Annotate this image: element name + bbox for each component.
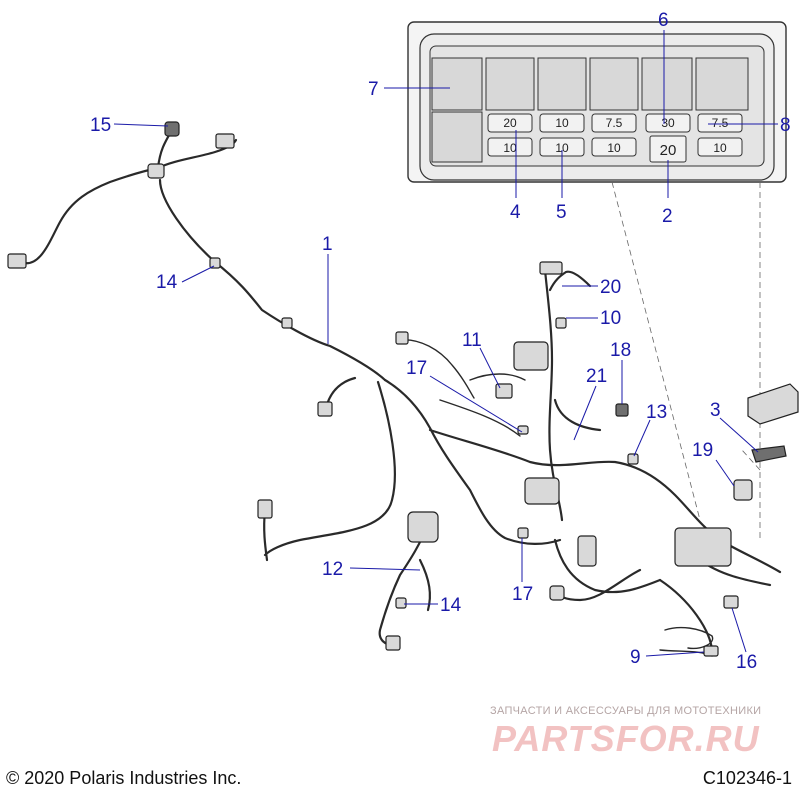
connector-top-right bbox=[215, 133, 235, 149]
connector-15 bbox=[164, 121, 180, 137]
callout-13: 13 bbox=[646, 402, 667, 423]
callout-7: 7 bbox=[368, 79, 379, 100]
callout-19: 19 bbox=[692, 440, 713, 461]
relay-slots bbox=[431, 57, 749, 163]
callout-3: 3 bbox=[710, 400, 721, 421]
connector-lower-left bbox=[257, 499, 273, 519]
connector-bottom-left bbox=[549, 585, 565, 601]
fuse-row-top: 20 10 7.5 30 7.5 bbox=[487, 113, 743, 133]
fuse-rating-top-3: 7.5 bbox=[606, 116, 623, 130]
copyright-notice: © 2020 Polaris Industries Inc. bbox=[6, 768, 242, 788]
fuse-rating-top-5: 7.5 bbox=[712, 116, 729, 130]
fuse-box-label-3 bbox=[751, 445, 787, 463]
callout-16: 16 bbox=[736, 652, 757, 673]
callouts: 1 2 3 4 5 6 7 8 9 10 11 12 13 bbox=[90, 10, 791, 673]
callout-21: 21 bbox=[586, 366, 607, 387]
connector-20 bbox=[539, 261, 563, 275]
clip-trunk bbox=[281, 317, 293, 329]
harness-components bbox=[7, 121, 799, 657]
clip-13 bbox=[627, 453, 639, 465]
fuse-box-inset: 20 10 7.5 30 7.5 10 10 10 20 10 bbox=[407, 21, 787, 183]
callout-8: 8 bbox=[780, 115, 791, 136]
callout-20: 20 bbox=[600, 277, 621, 298]
fuse-rating-bottom-3: 10 bbox=[607, 141, 621, 155]
callout-2: 2 bbox=[662, 206, 673, 227]
fuse-rating-bottom-2: 10 bbox=[555, 141, 569, 155]
clip-14 bbox=[209, 257, 221, 269]
clip-14-lower bbox=[395, 597, 407, 609]
watermark-logo: PARTSFOR.RU bbox=[492, 718, 760, 759]
junction-block bbox=[147, 163, 165, 179]
clip-10 bbox=[555, 317, 567, 329]
callout-17-top: 17 bbox=[406, 358, 427, 379]
callout-17-bottom: 17 bbox=[512, 584, 533, 605]
callout-6: 6 bbox=[658, 10, 669, 31]
fuse-box-on-harness bbox=[674, 527, 732, 567]
callout-1: 1 bbox=[322, 234, 333, 255]
connector-11-lead bbox=[395, 331, 409, 345]
connector-12 bbox=[407, 511, 439, 543]
callout-10: 10 bbox=[600, 308, 621, 329]
callout-4: 4 bbox=[510, 202, 521, 223]
relay-16 bbox=[723, 595, 739, 609]
fuse-holder-17-lower bbox=[517, 527, 529, 539]
fuse-rating-bottom-4: 20 bbox=[660, 142, 677, 159]
callout-9: 9 bbox=[630, 647, 641, 668]
connector-19 bbox=[733, 479, 753, 501]
watermark-tagline: ЗАПЧАСТИ И АКСЕССУАРЫ ДЛЯ МОТОТЕХНИКИ bbox=[490, 705, 762, 717]
callout-18: 18 bbox=[610, 340, 631, 361]
callout-15: 15 bbox=[90, 115, 111, 136]
callout-11: 11 bbox=[462, 330, 482, 351]
callout-14-bottom: 14 bbox=[440, 595, 462, 616]
fuse-rating-bottom-5: 10 bbox=[713, 141, 727, 155]
fuse-rating-top-4: 30 bbox=[661, 116, 675, 130]
module-center bbox=[524, 477, 560, 505]
connector-trunk-left bbox=[317, 401, 333, 417]
connector-11 bbox=[495, 383, 513, 399]
drawing-number: C102346-1 bbox=[702, 768, 792, 788]
connector-bottom-end bbox=[385, 635, 401, 651]
projection-lines bbox=[611, 181, 761, 540]
callout-12: 12 bbox=[322, 559, 343, 580]
fuse-box-cover-3 bbox=[747, 383, 799, 425]
fuse-rating-top-1: 20 bbox=[503, 116, 517, 130]
callout-14-top: 14 bbox=[156, 272, 178, 293]
connector-9 bbox=[703, 645, 719, 657]
module-upper bbox=[513, 341, 549, 371]
connector-left-end bbox=[7, 253, 27, 269]
fuse-rating-bottom-1: 10 bbox=[503, 141, 517, 155]
connector-center-lower bbox=[577, 535, 597, 567]
callout-5: 5 bbox=[556, 202, 567, 223]
component-18 bbox=[615, 403, 629, 417]
fuse-rating-top-2: 10 bbox=[555, 116, 569, 130]
